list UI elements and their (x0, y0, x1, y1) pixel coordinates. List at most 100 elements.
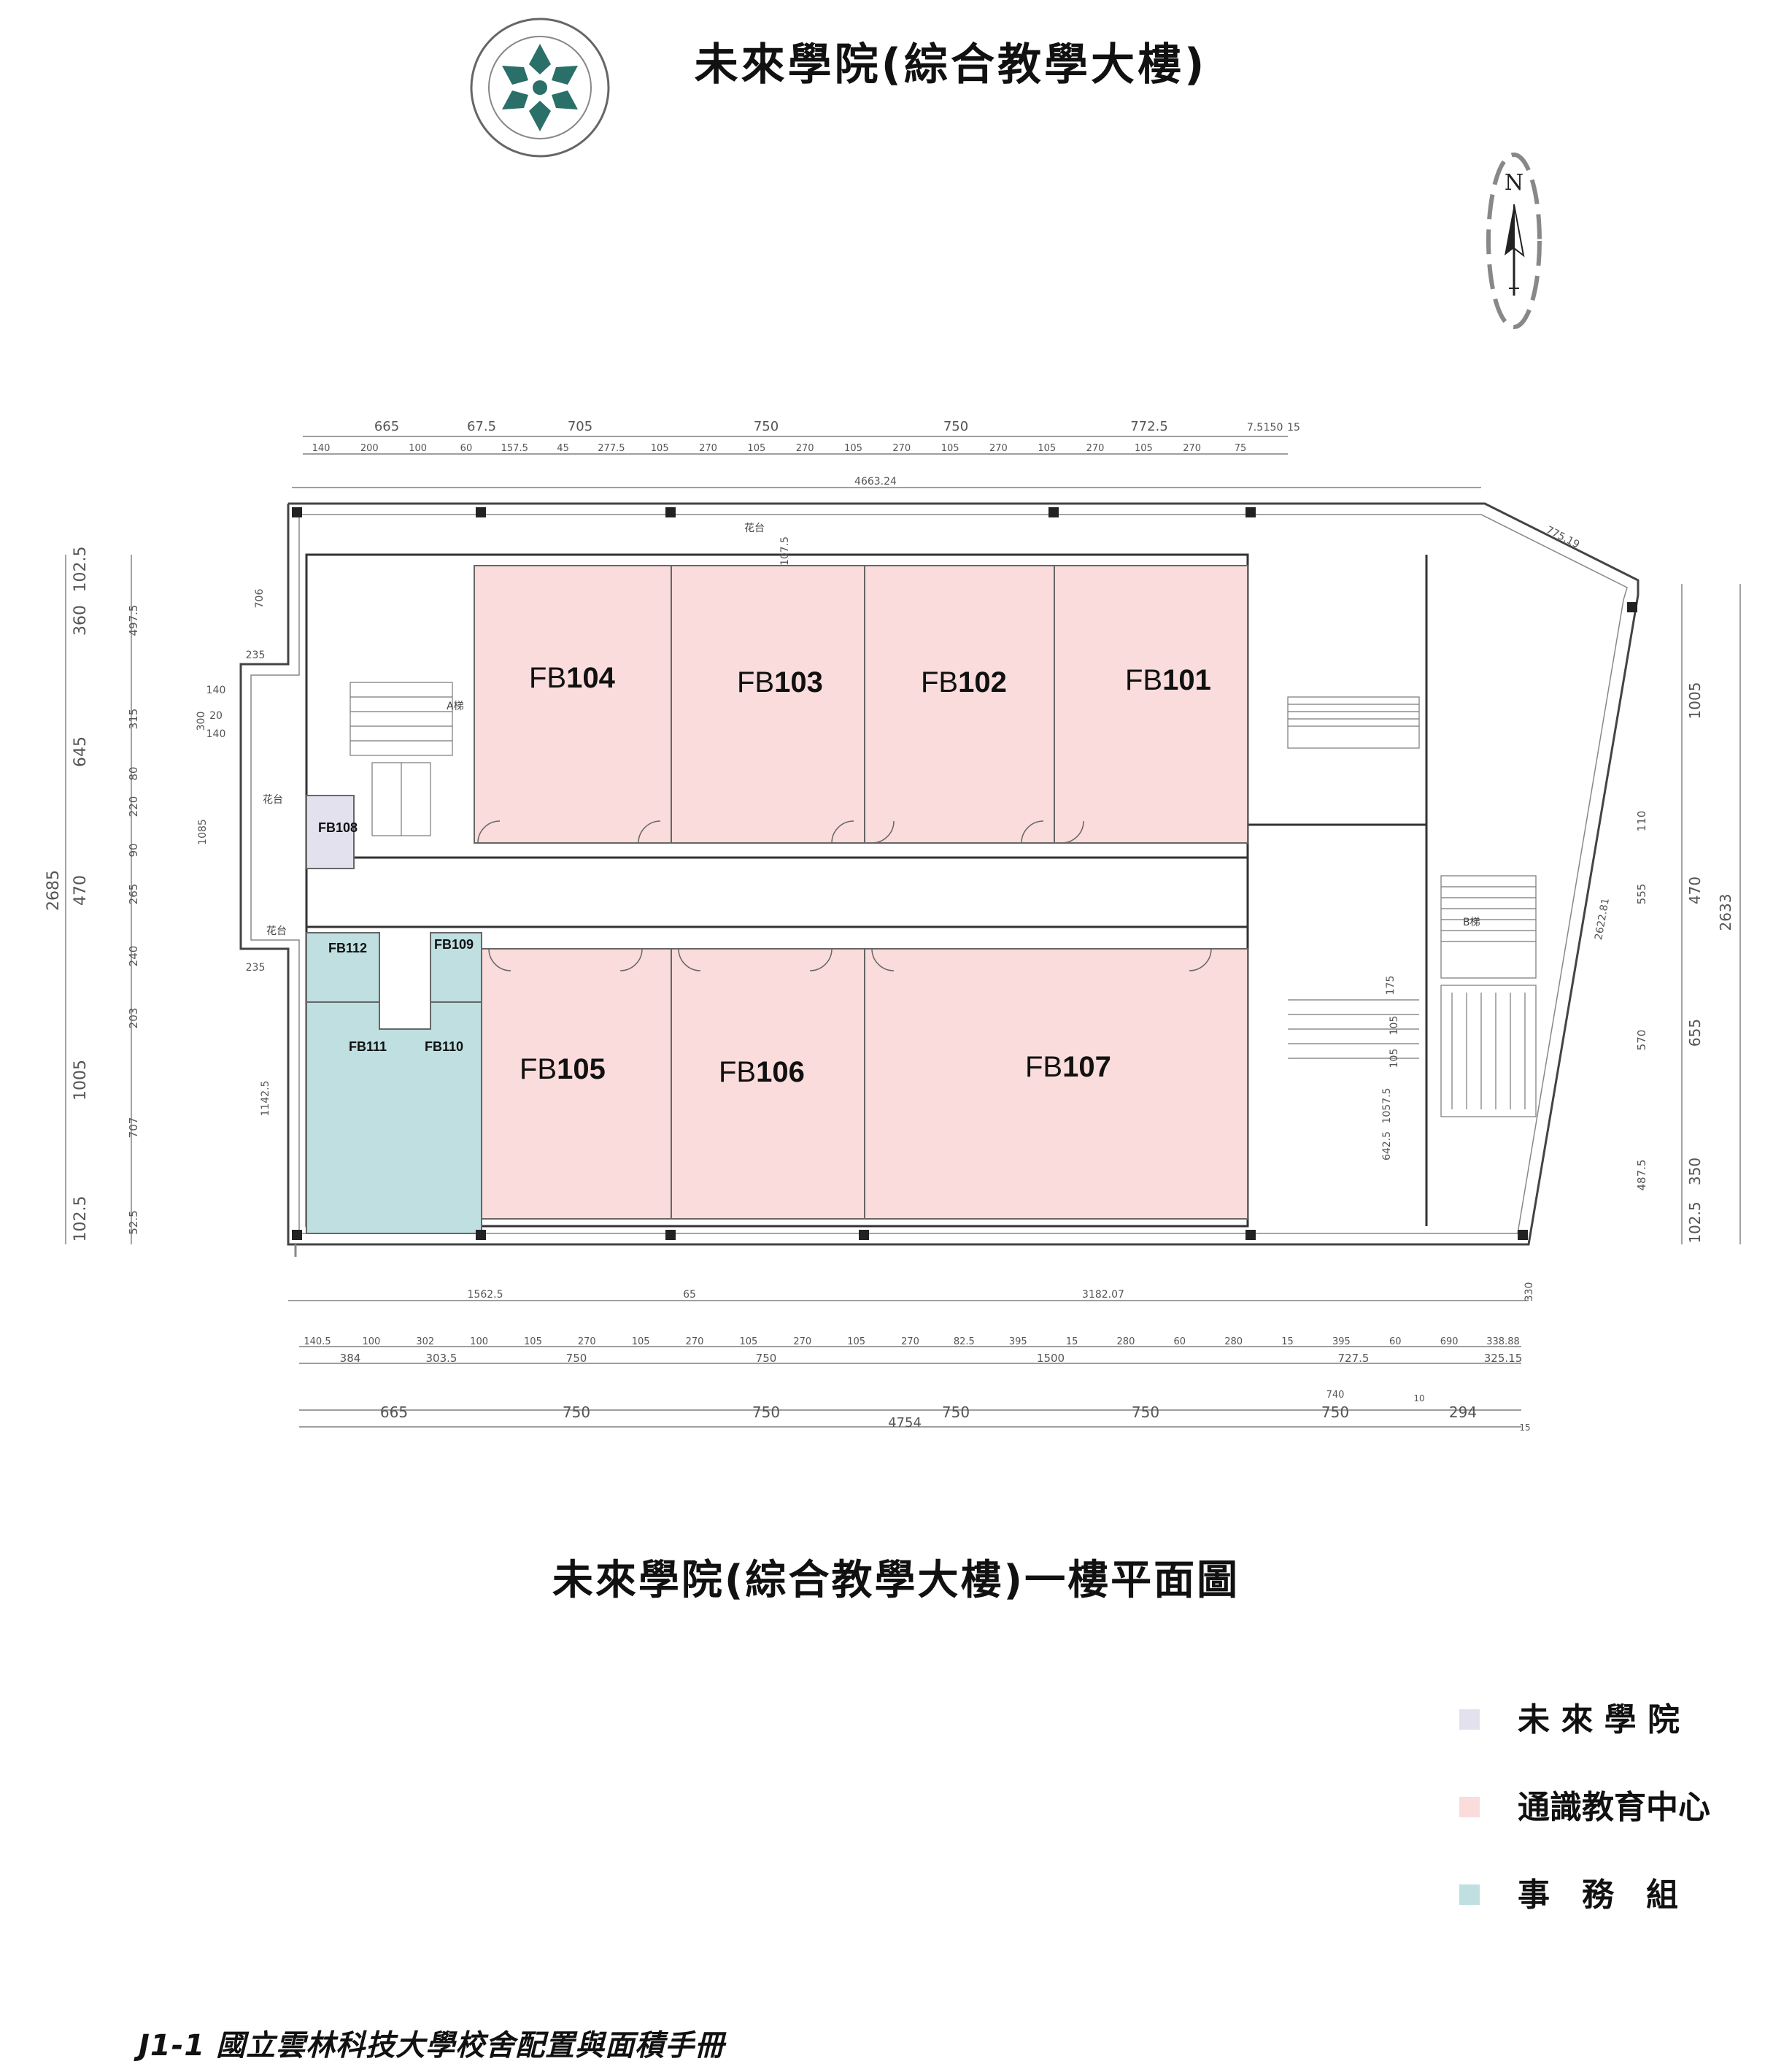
dimension-label: 100 (362, 1336, 380, 1347)
dimension-label: 750 (754, 419, 779, 434)
dimension-label: 1562.5 (468, 1289, 503, 1301)
fb107-label: FB107 (1025, 1051, 1111, 1083)
room-fb111-fb110 (306, 1001, 482, 1234)
floor-plan: FB104 FB103 FB102 FB101 FB105 FB106 FB10… (45, 419, 1741, 1433)
dimension-label: 384 (340, 1352, 361, 1365)
dimension-label: 2622.81 (1593, 897, 1612, 941)
stair-a-label: A梯 (447, 701, 464, 712)
flower-bed-label-top: 花台 (744, 523, 765, 534)
dimension-label: 775.19 (1544, 524, 1581, 551)
room-fb103 (671, 565, 865, 844)
dimension-label: 705 (568, 419, 592, 434)
dimension-label: 270 (793, 1336, 811, 1347)
fb104-label: FB104 (529, 662, 616, 694)
dimension-label: 325.15 (1484, 1352, 1523, 1365)
dimension-label: 140 (312, 443, 331, 454)
dimension-label: 235 (246, 962, 266, 974)
dimension-label: 15 (1519, 1422, 1530, 1433)
dimension-label: 90 (127, 843, 140, 857)
dimension-label: 772.5 (1130, 419, 1168, 434)
dimension-label: 360 (72, 605, 90, 636)
dimension-label: 270 (901, 1336, 919, 1347)
dimension-label: 1500 (1037, 1352, 1065, 1365)
dimension-label: 665 (374, 419, 399, 434)
dimension-label: 15 (1287, 422, 1300, 434)
dimension-label: 105 (1389, 1016, 1400, 1036)
legend-label: 事 務 組 (1518, 1876, 1678, 1914)
dimension-label: 220 (127, 796, 140, 817)
dimension-label: 750 (942, 1403, 970, 1421)
legend-swatch (1459, 1884, 1480, 1905)
dimension-label: 350 (1686, 1158, 1704, 1185)
legend-label: 通識教育中心 (1518, 1789, 1710, 1826)
dimension-label: 10 (1413, 1393, 1424, 1403)
fb110-label: FB110 (425, 1039, 463, 1054)
dimension-label: 105 (651, 443, 669, 454)
dimension-label: 60 (1389, 1336, 1402, 1347)
dimension-label: 1005 (72, 1060, 90, 1101)
room-fb112 (306, 932, 380, 1003)
legend-swatch (1459, 1797, 1480, 1817)
dimension-label: 1005 (1686, 682, 1704, 720)
room-fb108 (306, 795, 355, 869)
dimension-label: 270 (892, 443, 911, 454)
dimension-label: 105 (524, 1336, 542, 1347)
dimension-label: 67.5 (467, 419, 496, 434)
dimension-label: 497.5 (127, 605, 140, 636)
dimension-label: 315 (127, 709, 140, 730)
dimension-label: 750 (563, 1403, 590, 1421)
room-fb107 (864, 948, 1248, 1220)
dimension-label: 707 (127, 1117, 140, 1139)
dimension-label: 240 (127, 946, 140, 967)
dimension-label: 150 (1264, 422, 1283, 434)
dimension-label: 270 (699, 443, 717, 454)
dimension-label: 235 (246, 650, 266, 661)
dimension-label: 277.5 (598, 443, 625, 454)
dimension-label: 570 (1635, 1030, 1648, 1051)
dimension-label: 80 (127, 766, 140, 780)
dimension-label: 100 (470, 1336, 488, 1347)
dimension-label: 105 (847, 1336, 865, 1347)
dimension-label: 102.5 (1686, 1201, 1704, 1243)
fb103-label: FB103 (737, 666, 823, 698)
dimension-label: 303.5 (426, 1352, 457, 1365)
fb106-label: FB106 (719, 1056, 805, 1088)
dimension-label: 157.5 (501, 443, 528, 454)
dimension-label: 265 (127, 884, 140, 905)
dimension-label: 487.5 (1635, 1160, 1648, 1191)
dimension-label: 60 (460, 443, 473, 454)
university-logo (470, 18, 610, 158)
dimension-label: 105 (632, 1336, 650, 1347)
stair-b-label: B梯 (1463, 917, 1480, 928)
dimension-label: 65 (683, 1289, 696, 1301)
fb112-label: FB112 (328, 941, 367, 955)
dimension-label: 1057.5 (1381, 1088, 1393, 1124)
dimension-label: 2633 (1717, 894, 1734, 931)
dimension-label: 45 (557, 443, 569, 454)
dimension-label: 105 (1135, 443, 1153, 454)
room-fb106 (671, 948, 865, 1220)
dimension-label: 706 (254, 589, 266, 609)
dimension-label: 740 (1326, 1390, 1345, 1401)
dimension-label: 302 (416, 1336, 434, 1347)
dimension-label: 645 (72, 736, 90, 767)
dimension-label: 105 (941, 443, 959, 454)
room-fb101 (1054, 565, 1248, 844)
dimension-label: 750 (1321, 1403, 1349, 1421)
page-footer: J1-1 國立雲林科技大學校舍配置與面積手冊 (139, 2029, 725, 2063)
dimension-label: 107.5 (779, 536, 791, 566)
dimension-label: 665 (380, 1403, 408, 1421)
legend-swatch (1459, 1709, 1480, 1730)
fb111-label: FB111 (349, 1039, 387, 1054)
dimension-label: 750 (1132, 1403, 1159, 1421)
dimension-label: 4663.24 (854, 476, 897, 488)
room-fb104 (474, 565, 672, 844)
fb108-label: FB108 (318, 820, 358, 835)
dimension-label: 75 (1235, 443, 1247, 454)
dimension-label: 15 (1066, 1336, 1078, 1347)
dimension-label: 330 (1523, 1282, 1535, 1302)
dimension-label: 140 (206, 685, 226, 696)
dimension-label: 82.5 (954, 1336, 975, 1347)
dimension-label: 750 (752, 1403, 780, 1421)
dimension-label: 395 (1332, 1336, 1351, 1347)
